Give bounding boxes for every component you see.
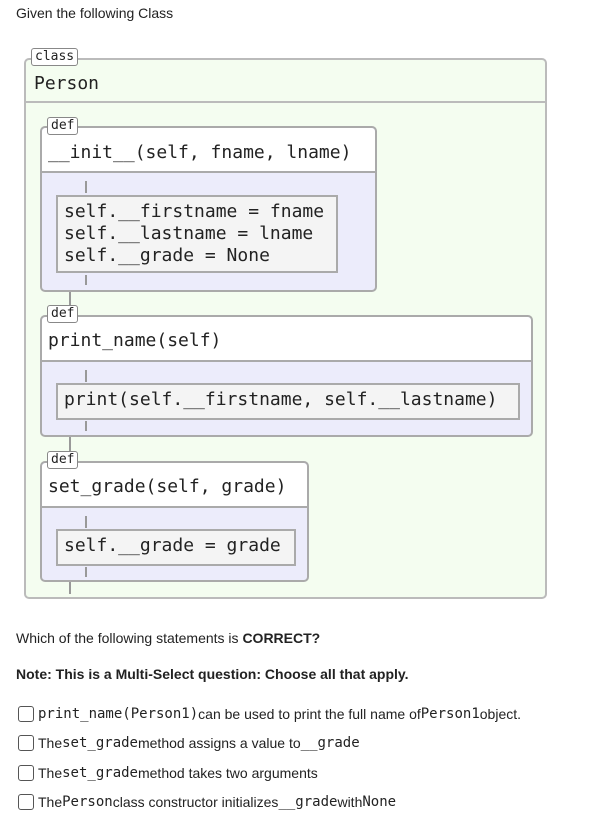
connector [85,421,87,431]
class-name: Person [34,73,100,94]
method-init-signature: __init__(self, fname, lname) [48,142,352,163]
method-print-name-block: print_name(self) print(self.__firstname,… [40,315,533,437]
option-text: class constructor initializes [112,794,279,810]
intro-text: Given the following Class [16,5,174,21]
method-print-name-signature: print_name(self) [48,330,222,351]
option-code: Person [62,794,113,810]
option-code: __grade [300,735,360,751]
method-init-body: self.__firstname = fname self.__lastname… [56,195,338,273]
option-code: set_grade [62,765,138,781]
method-set-grade-block: set_grade(self, grade) self.__grade = gr… [40,461,309,582]
method-set-grade-signature: set_grade(self, grade) [48,476,287,497]
connector [85,181,87,193]
multi-select-note: Note: This is a Multi-Select question: C… [16,666,409,682]
method-init-block: __init__(self, fname, lname) self.__firs… [40,126,377,292]
option-code: __grade [278,794,338,810]
question-text: Which of the following statements is [16,630,243,646]
class-keyword-tag: class [31,48,79,66]
option-text: object. [479,706,522,722]
option-2[interactable]: The set_grade method assigns a value to … [18,733,360,753]
connector [69,292,71,306]
method-init-header: __init__(self, fname, lname) [42,128,375,173]
connector [85,567,87,577]
connector [69,582,71,594]
option-checkbox[interactable] [18,735,34,751]
option-checkbox[interactable] [18,765,34,781]
option-text: The [38,794,63,810]
option-text: with [337,794,363,810]
method-set-grade-header: set_grade(self, grade) [42,463,307,508]
option-code: set_grade [62,735,138,751]
method-print-name-code: print(self.__firstname, self.__lastname) [64,389,498,410]
option-code: None [362,794,397,810]
option-1[interactable]: print_name(Person1) can be used to print… [18,704,521,724]
option-code: Person1 [420,706,480,722]
connector [85,370,87,382]
option-code: print_name(Person1) [38,706,199,722]
method-print-name-header: print_name(self) [42,317,531,362]
connector [69,437,71,451]
method-set-grade-code: self.__grade = grade [64,535,281,556]
option-checkbox[interactable] [18,794,34,810]
question-prompt: Which of the following statements is COR… [16,630,320,646]
option-checkbox[interactable] [18,706,34,722]
connector [85,516,87,528]
option-text: can be used to print the full name of [198,706,421,722]
def-keyword-tag: def [47,305,79,323]
def-keyword-tag: def [47,117,79,135]
method-print-name-body: print(self.__firstname, self.__lastname) [56,383,520,420]
connector [85,275,87,285]
option-4[interactable]: The Person class constructor initializes… [18,792,396,812]
option-text: The [38,765,63,781]
def-keyword-tag: def [47,451,79,469]
class-header: Person [26,60,545,103]
option-text: method takes two arguments [137,765,318,781]
option-text: method assigns a value to [137,735,301,751]
method-init-code: self.__firstname = fname self.__lastname… [64,201,325,266]
option-text: The [38,735,63,751]
option-3[interactable]: The set_grade method takes two arguments [18,763,318,783]
question-emphasis: CORRECT? [242,630,321,646]
method-set-grade-body: self.__grade = grade [56,529,296,566]
